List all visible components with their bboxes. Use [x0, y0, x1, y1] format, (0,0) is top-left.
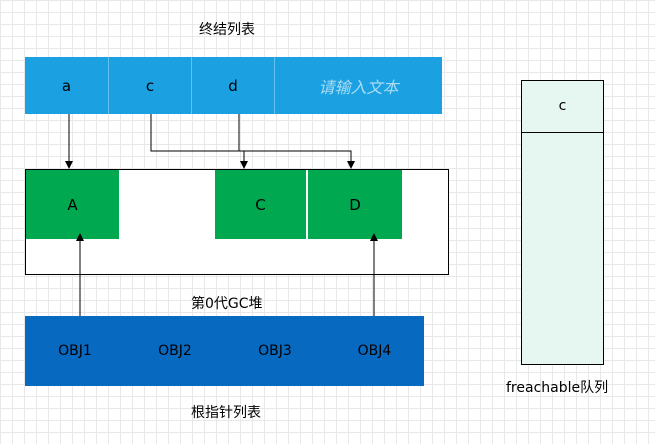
- root-list-title: 根指针列表: [191, 405, 261, 421]
- freachable-divider: [521, 132, 604, 133]
- heap-object-c: C: [215, 170, 306, 239]
- root-pointer-list: [25, 316, 424, 386]
- finalization-divider: [108, 57, 109, 114]
- finalization-entry-c: c: [145, 76, 155, 95]
- root-entry-obj2: OBJ2: [158, 343, 192, 359]
- finalization-divider: [274, 57, 275, 114]
- root-entry-obj3: OBJ3: [258, 343, 292, 359]
- root-entry-obj4: OBJ4: [357, 343, 392, 359]
- arrow-d-to-C: [238, 114, 248, 169]
- heap-object-d: D: [308, 170, 402, 239]
- freachable-entry-c: c: [558, 98, 567, 114]
- finalization-entry-d: d: [228, 76, 238, 95]
- root-entry-obj1: OBJ1: [58, 343, 92, 359]
- freachable-queue-title: freachable队列: [506, 380, 609, 396]
- finalization-list: a c d 请输入文本: [25, 57, 442, 114]
- finalization-list-title: 终结列表: [199, 22, 255, 38]
- arrow-c-to-D: [150, 114, 355, 169]
- finalization-text-placeholder[interactable]: 请输入文本: [275, 57, 442, 114]
- finalization-entry-a: a: [61, 76, 72, 95]
- gc-heap-title: 第0代GC堆: [191, 296, 263, 312]
- freachable-queue: [521, 80, 604, 365]
- heap-object-a: A: [26, 170, 119, 239]
- placeholder-text: 请输入文本: [318, 77, 399, 97]
- finalization-divider: [191, 57, 192, 114]
